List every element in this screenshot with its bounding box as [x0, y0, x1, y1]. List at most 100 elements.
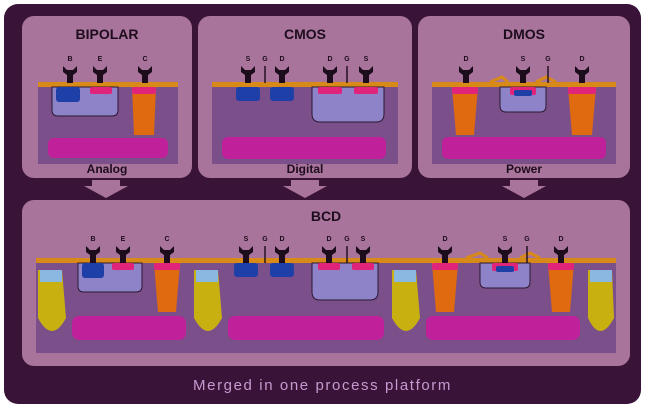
arrow-digital — [283, 180, 327, 198]
digital-label: Digital — [286, 162, 324, 176]
bcd-isolation-1 — [38, 270, 66, 331]
bipolar-contact-c-2 — [138, 66, 152, 83]
cmos-pin-s-0: S — [245, 56, 251, 63]
dmos-contact-s-1 — [516, 66, 530, 83]
bcd-pin-s-3: S — [243, 236, 249, 243]
cmos-pin-g-1: G — [262, 56, 268, 63]
footer-caption: Merged in one process platform — [193, 377, 452, 394]
bcd-contact-e-1 — [116, 246, 130, 263]
bcd-bipolar-emitter — [112, 263, 134, 270]
bcd-bipolar-buried — [72, 316, 186, 340]
cmos-pin-s-5: S — [363, 56, 369, 63]
bipolar-collector-contact — [132, 87, 156, 94]
bcd-pin-g-4: G — [262, 236, 268, 243]
bcd-dmos-gate-left — [465, 251, 489, 260]
power-label: Power — [505, 162, 542, 176]
dmos-pin-d-3: D — [579, 56, 585, 63]
dmos-right-drain-contact — [568, 87, 596, 94]
bcd-cmos-buried — [228, 316, 384, 340]
dmos-left-drain-sinker — [452, 87, 478, 135]
dmos-pin-g-2: G — [545, 56, 551, 63]
cmos-pmos-source — [354, 87, 378, 94]
cmos-nmos-source — [236, 87, 260, 101]
bcd-pin-d-5: D — [279, 236, 285, 243]
bcd-pin-b-0: B — [90, 236, 96, 243]
bipolar-collector-sinker — [132, 87, 156, 135]
dmos-title: DMOS — [503, 26, 545, 42]
cmos-contact-d-2 — [275, 66, 289, 83]
cmos-contact-s-0 — [241, 66, 255, 83]
cmos-n-well — [311, 86, 385, 123]
bcd-dmos-left-sinker — [432, 263, 458, 312]
cmos-pin-g-4: G — [344, 56, 350, 63]
bcd-cmos-n-well — [311, 262, 379, 301]
cmos-contact-d-3 — [323, 66, 337, 83]
bcd-contact-s-3 — [239, 246, 253, 263]
bcd-dmos-body-contact — [496, 266, 514, 272]
bcd-contact-s-8 — [356, 246, 370, 263]
cmos-devices — [222, 86, 386, 159]
bcd-pin-s-8: S — [360, 236, 366, 243]
bcd-isolation-contact-1 — [40, 270, 62, 282]
bcd-contact-c-2 — [160, 246, 174, 263]
bcd-contact-s-10 — [498, 246, 512, 263]
bcd-contact-d-5 — [275, 246, 289, 263]
bcd-pmos-source — [352, 263, 374, 270]
arrow-power — [502, 180, 546, 198]
bipolar-devices — [48, 86, 168, 158]
dmos-right-drain-sinker — [568, 87, 596, 135]
bcd-pin-d-9: D — [442, 236, 448, 243]
merge-arrows — [84, 180, 546, 198]
bcd-isolation-contact-3 — [394, 270, 416, 282]
bcd-bipolar-collector — [154, 263, 180, 270]
bcd-dmos-gate-right — [519, 251, 541, 260]
bcd-devices — [38, 251, 614, 340]
bcd-pin-d-6: D — [326, 236, 332, 243]
bcd-isolation-2 — [194, 270, 222, 331]
bcd-pin-s-10: S — [502, 236, 508, 243]
bipolar-pin-b-0: B — [67, 56, 73, 63]
dmos-body-contact — [514, 90, 532, 96]
bcd-dmos-buried — [426, 316, 580, 340]
bcd-isolation-3 — [392, 270, 420, 331]
bipolar-emitter-implant — [90, 87, 112, 94]
bcd-pin-c-2: C — [164, 236, 170, 243]
bcd-isolation-wells — [38, 270, 614, 331]
dmos-gate-oxide-left — [489, 75, 509, 84]
bipolar-contact-b-0 — [63, 66, 77, 83]
cmos-pin-d-3: D — [327, 56, 333, 63]
dmos-buried-layer — [442, 137, 606, 159]
bcd-pin-g-7: G — [344, 236, 350, 243]
bcd-nmos-drain — [270, 263, 294, 277]
bcd-isolation-contact-2 — [196, 270, 218, 282]
bipolar-buried-layer — [48, 138, 168, 158]
bcd-title: BCD — [310, 208, 342, 224]
bcd-dmos-right-sinker — [548, 263, 574, 312]
bcd-contact-b-0 — [86, 246, 100, 263]
analog-label: Analog — [86, 162, 128, 176]
dmos-contact-d-0 — [459, 66, 473, 83]
cmos-contact-s-5 — [359, 66, 373, 83]
dmos-contact-d-3 — [575, 66, 589, 83]
bipolar-title: BIPOLAR — [75, 26, 139, 42]
bcd-pin-g-11: G — [524, 236, 530, 243]
cmos-pin-d-2: D — [279, 56, 285, 63]
dmos-pin-d-0: D — [463, 56, 469, 63]
bcd-isolation-contact-4 — [590, 270, 612, 282]
cmos-buried-layer — [222, 137, 386, 159]
bcd-contact-d-12 — [554, 246, 568, 263]
bcd-dmos-right-drain — [548, 263, 574, 270]
bcd-bipolar-base — [82, 263, 104, 278]
dmos-gate-oxide-right — [535, 75, 557, 84]
bcd-contact-d-6 — [322, 246, 336, 263]
dmos-devices — [442, 75, 606, 159]
bcd-nmos-source — [234, 263, 258, 277]
bcd-dmos-left-drain — [432, 263, 458, 270]
dmos-pin-s-1: S — [520, 56, 526, 63]
dmos-left-drain-contact — [452, 87, 478, 94]
bipolar-base-implant — [56, 87, 80, 102]
bcd-isolation-4 — [588, 270, 614, 331]
